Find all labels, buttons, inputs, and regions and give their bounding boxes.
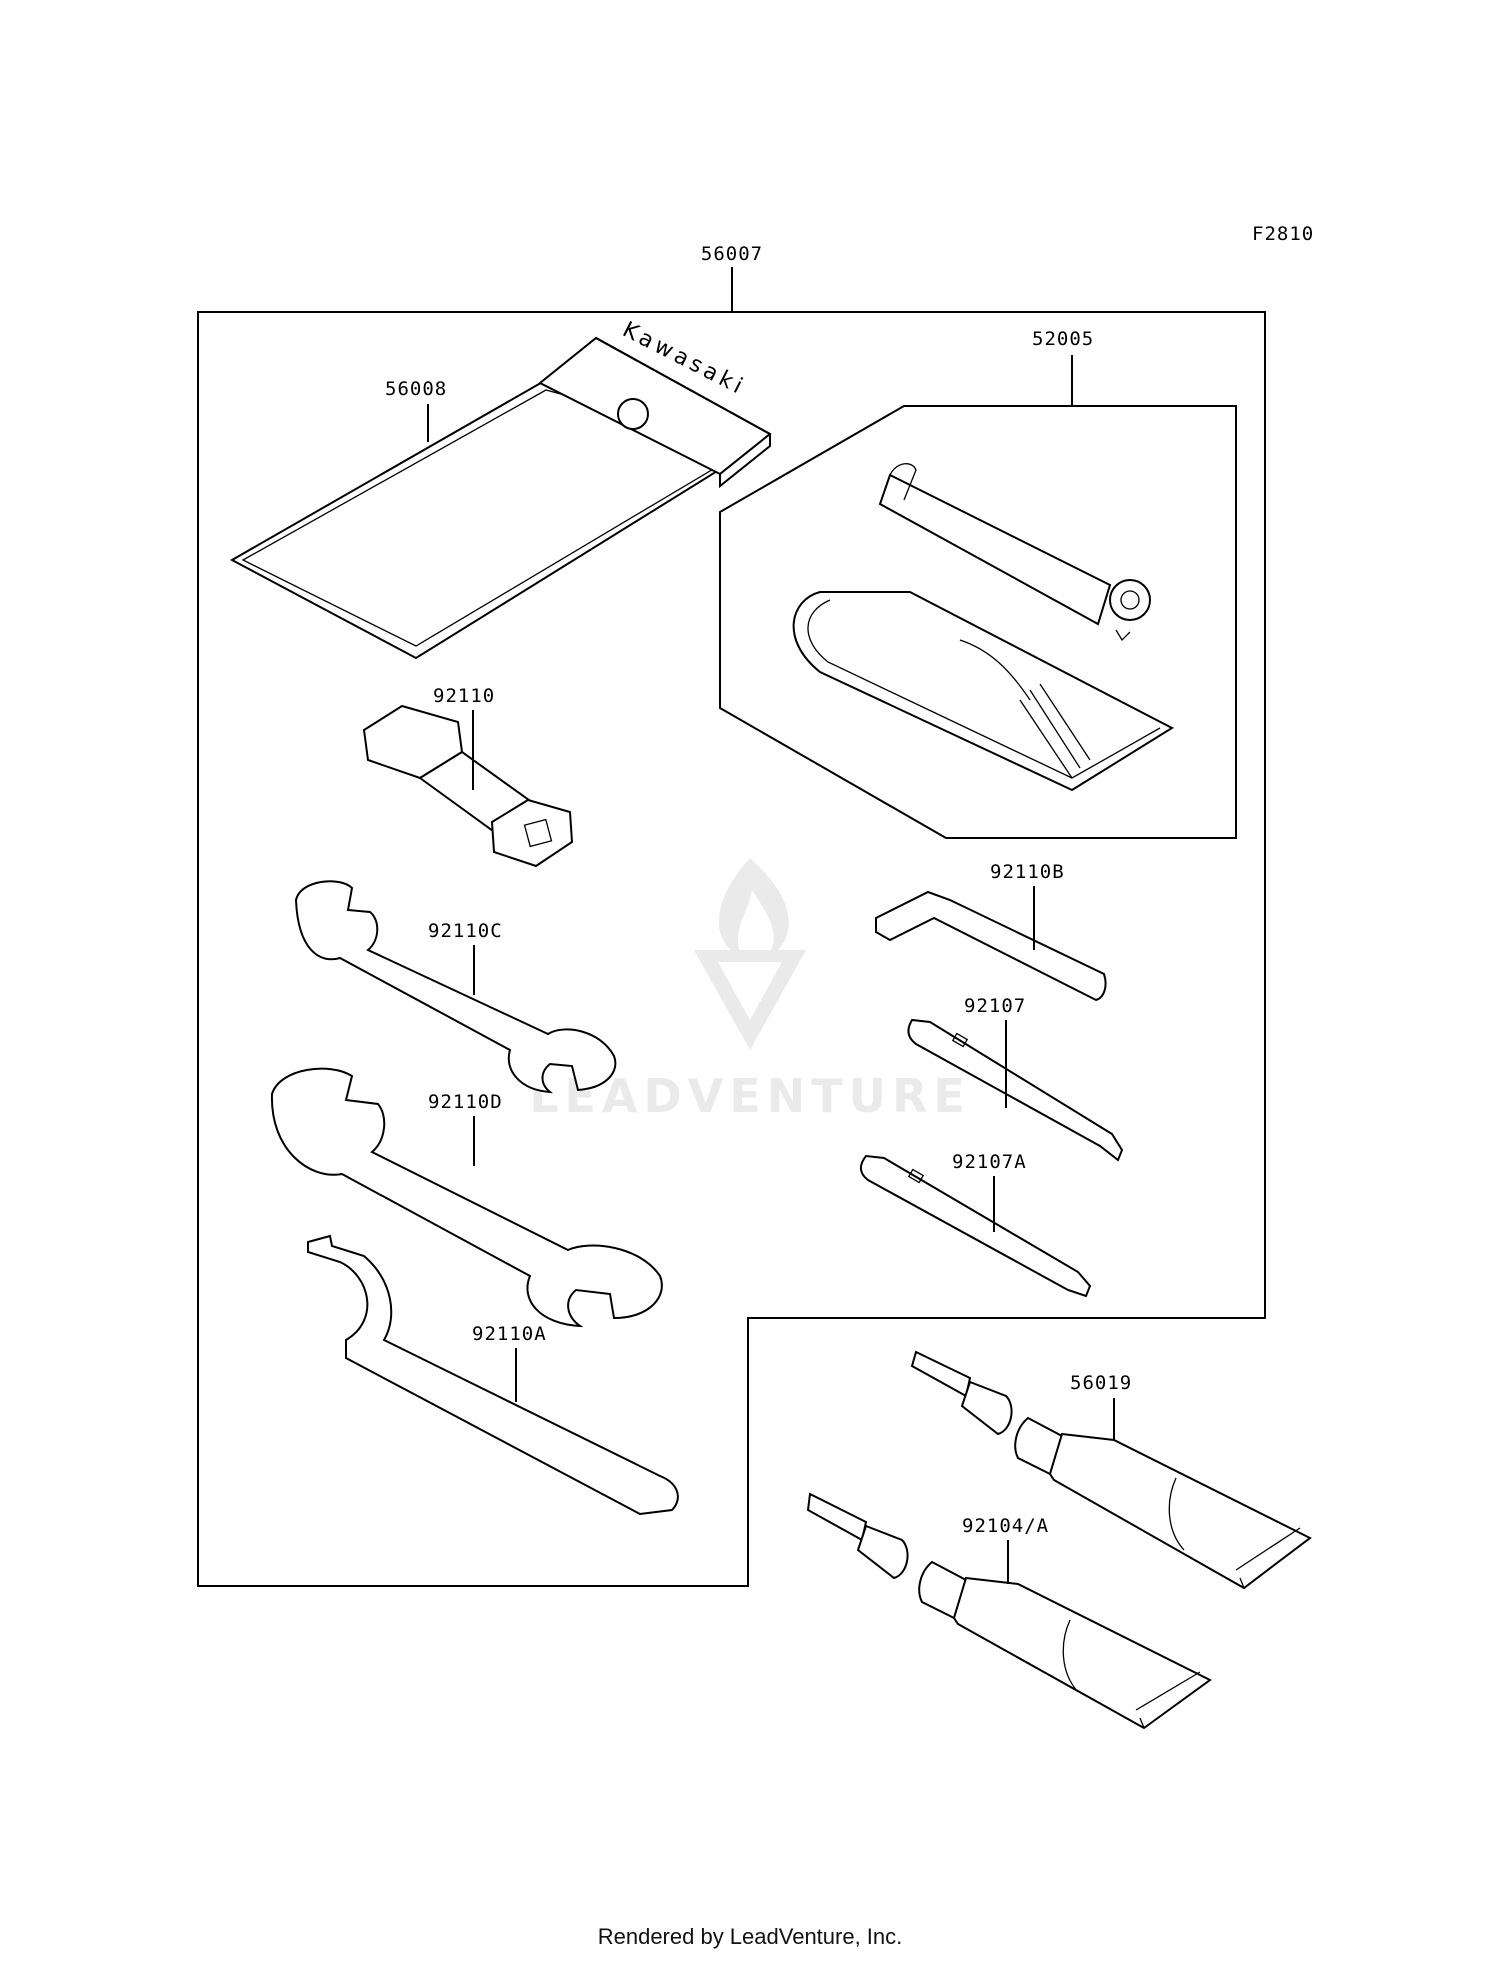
part-label-92110b: 92110B [990,861,1065,883]
part-56019-sealant-tube[interactable]: 56019 [910,1350,1312,1590]
part-label-92110: 92110 [433,685,495,707]
part-label-92107: 92107 [964,995,1026,1017]
part-92107a-screwdriver[interactable]: 92107A [860,1151,1092,1298]
part-label-52005: 52005 [1032,328,1094,350]
part-92107-screwdriver[interactable]: 92107 [907,995,1124,1162]
watermark-v-logo-icon [694,950,806,1050]
part-label-56019: 56019 [1070,1372,1132,1394]
part-label-92110d: 92110D [428,1091,503,1113]
figure-code: F2810 [1252,223,1314,245]
part-92110d-open-end-wrench[interactable]: 92110D [270,1067,663,1328]
watermark-flame-icon [718,858,789,960]
bag-snap-button [617,398,649,430]
part-label-92110c: 92110C [428,920,503,942]
part-56007-tool-kit[interactable]: 56007 [197,243,1266,1587]
part-92104a-sealant-tube[interactable]: 92104/A [806,1492,1212,1730]
part-92110-plug-wrench[interactable]: 92110 [362,685,574,868]
part-92110b-hex-key[interactable]: 92110B [875,861,1107,1002]
part-52005-tire-repair-kit[interactable]: 52005 [719,328,1237,839]
part-92110a-hook-wrench[interactable]: 92110A [307,1234,679,1516]
part-92110c-open-end-wrench[interactable]: 92110C [294,880,617,1094]
part-label-92107a: 92107A [952,1151,1027,1173]
part-label-92110a: 92110A [472,1323,547,1345]
footer-credit: Rendered by LeadVenture, Inc. [597,1924,903,1949]
part-label-92104a: 92104/A [962,1515,1049,1537]
part-56008-tool-bag[interactable]: Kawasaki 56008 [229,317,772,660]
part-label-56008: 56008 [385,378,447,400]
part-label-56007: 56007 [701,243,763,265]
